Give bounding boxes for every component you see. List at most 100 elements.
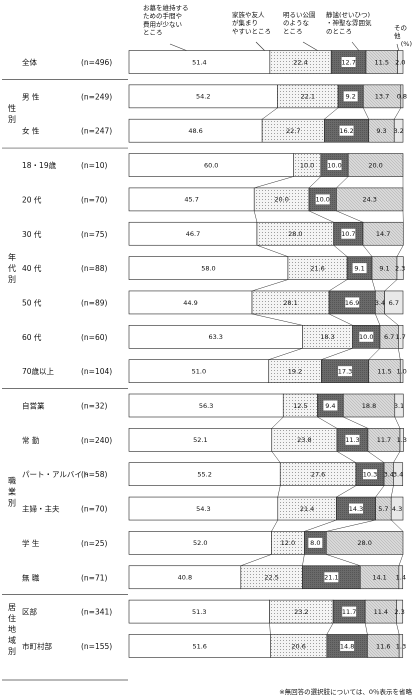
value-label-1: 22.5 (264, 574, 278, 582)
row-n: (n=89) (81, 298, 108, 307)
connector-line (326, 554, 361, 566)
value-label-2: 10.0 (315, 196, 329, 204)
value-label-1: 22.1 (301, 93, 315, 101)
connector-line (254, 176, 294, 189)
value-box (315, 194, 330, 205)
value-label-3: 5.7 (378, 505, 388, 513)
value-label-0: 55.2 (197, 471, 211, 479)
value-label-2: 11.3 (345, 436, 359, 444)
connector-line (308, 210, 334, 223)
connector-line (398, 348, 401, 360)
value-label-1: 28.1 (283, 299, 297, 307)
bar-segment-4 (396, 599, 404, 624)
value-label-3: 14.7 (376, 230, 390, 238)
value-label-3: 14.1 (372, 574, 386, 582)
value-label-0: 52.1 (193, 436, 207, 444)
row-label: 無 職 (22, 572, 40, 582)
connector-line (336, 451, 357, 463)
value-box (359, 331, 374, 342)
value-box (308, 537, 323, 548)
connector-line (384, 279, 398, 292)
value-label-0: 48.6 (188, 127, 202, 135)
row-label: 主婦・主夫 (22, 504, 60, 514)
row-n: (n=104) (81, 367, 112, 376)
value-label-2: 17.3 (338, 367, 352, 375)
value-label-4: 1.7 (395, 333, 405, 341)
connector-line (304, 519, 337, 532)
bar-segment-4 (397, 50, 404, 74)
value-label-0: 58.0 (201, 264, 215, 272)
bar-segment-4 (398, 634, 404, 658)
value-label-0: 54.2 (196, 93, 210, 101)
connector-line (271, 451, 281, 463)
row-label: 区部 (22, 607, 37, 617)
connector-line (375, 313, 381, 326)
value-label-3: 9.1 (379, 264, 389, 272)
series-label-0: お墓を維持するための手間や費用が少ないところ (143, 3, 189, 37)
value-label-3: 6.7 (384, 333, 394, 341)
value-label-1: 21.4 (300, 505, 314, 513)
series-headers: お墓を維持するための手間や費用が少ないところ家族や友人が集まりやすいところ明るい… (143, 3, 412, 53)
value-label-4: 4.3 (392, 505, 402, 513)
value-label-4: 1.4 (396, 574, 406, 582)
value-box (343, 91, 358, 102)
connector-line (268, 348, 303, 360)
bar-segment-4 (398, 324, 404, 349)
connector-line (368, 348, 381, 360)
value-label-2: 9.2 (345, 93, 355, 101)
value-label-3: 11.7 (377, 436, 391, 444)
connector-line (271, 416, 284, 429)
row-n: (n=155) (81, 642, 112, 651)
row-label: 常 勤 (22, 435, 40, 445)
value-box (352, 263, 367, 274)
value-box (339, 125, 354, 136)
row-n: (n=496) (81, 58, 112, 67)
value-label-3: 13.7 (375, 93, 389, 101)
value-label-0: 46.7 (186, 230, 200, 238)
bar-segment-3 (336, 187, 404, 212)
bar-segment-4 (393, 118, 404, 143)
series-label-3: 静謐(せいひつ)・神聖な雰囲気のところ (326, 10, 372, 35)
connector-line (277, 485, 281, 498)
connector-line (328, 279, 348, 292)
connector-line (251, 313, 303, 326)
row-n: (n=247) (81, 127, 112, 136)
value-label-0: 63.3 (208, 333, 222, 341)
value-label-1: 18.3 (320, 333, 334, 341)
connector-line (398, 554, 404, 566)
connector-line (326, 622, 334, 635)
group-label-4: 居住地域別 (8, 603, 16, 656)
row-label: 男 性 (22, 91, 40, 101)
value-label-4: 1.3 (397, 436, 407, 444)
connector-line (317, 416, 338, 429)
value-label-1: 23.2 (294, 608, 308, 616)
value-label-1: 22.7 (286, 127, 300, 135)
value-label-4: 6.7 (389, 299, 399, 307)
row-n: (n=70) (81, 505, 108, 514)
value-label-3: 11.6 (376, 642, 390, 650)
value-label-2: 14.3 (349, 505, 363, 513)
bar-segment-4 (394, 393, 404, 418)
bar-segment-4 (396, 256, 404, 280)
footnote: ※無回答の選択肢については、0％表示を省略 (279, 687, 412, 696)
connector-line (396, 623, 400, 635)
value-label-2: 14.8 (340, 642, 354, 650)
connector-line (394, 107, 402, 120)
group-label-3: 職業別 (8, 476, 16, 507)
value-label-4: 3.2 (393, 127, 403, 135)
value-box (345, 434, 360, 445)
row-n: (n=71) (81, 573, 108, 582)
value-box (345, 297, 360, 308)
connector-line (336, 176, 349, 189)
value-label-1: 10.0 (300, 161, 314, 169)
value-label-2: 8.0 (310, 539, 320, 547)
value-label-4: 2.0 (395, 58, 405, 66)
row-n: (n=249) (81, 92, 112, 101)
